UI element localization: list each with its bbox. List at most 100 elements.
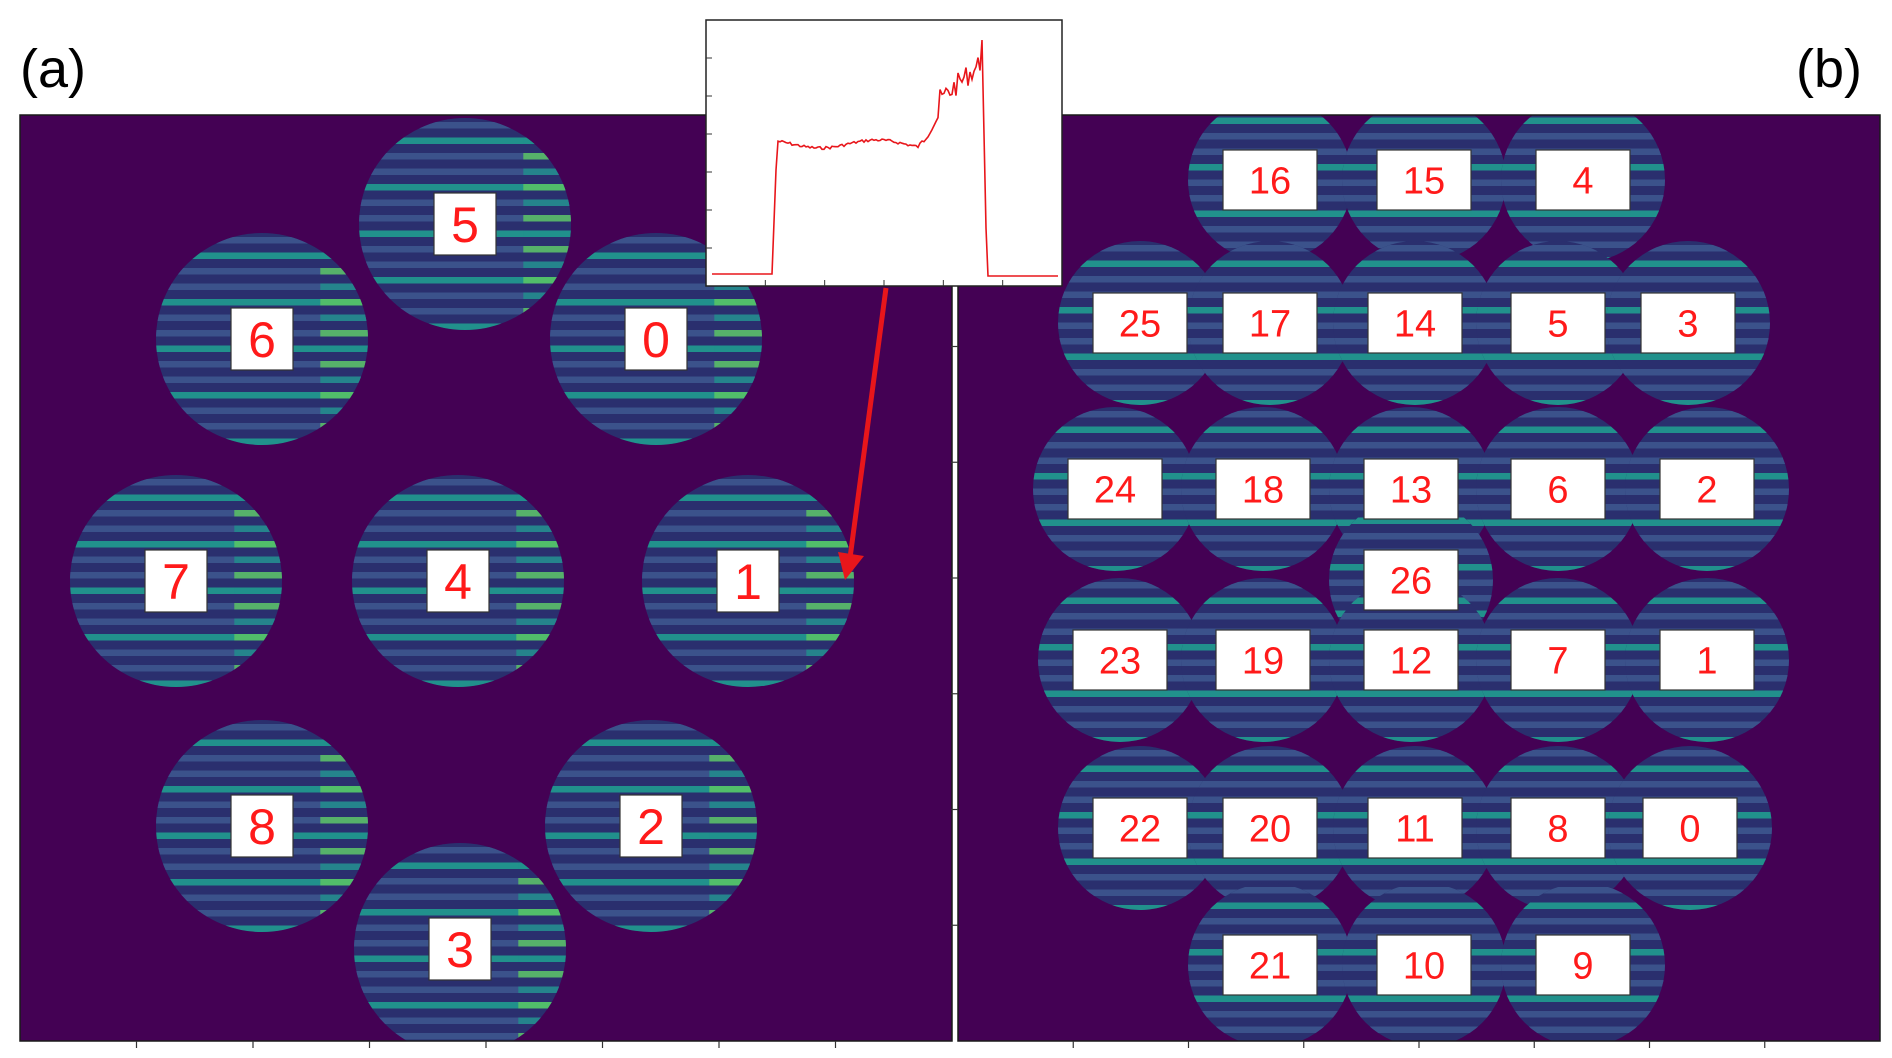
fringe-stripe bbox=[1058, 889, 1222, 896]
fringe-stripe bbox=[1476, 706, 1640, 713]
fringe-stripe bbox=[1058, 245, 1222, 252]
fringe-stripe bbox=[545, 739, 757, 746]
fringe-highlight bbox=[320, 770, 368, 777]
fringe-stripe bbox=[359, 277, 571, 284]
fringe-stripe bbox=[545, 925, 757, 932]
fringe-stripe bbox=[1033, 550, 1197, 557]
fringe-stripe bbox=[156, 770, 368, 777]
fringe-stripe bbox=[1333, 858, 1497, 865]
fringe-highlight bbox=[234, 603, 282, 610]
fringe-stripe bbox=[1476, 260, 1640, 267]
fringe-stripe bbox=[354, 1049, 566, 1056]
fiber-number: 13 bbox=[1390, 470, 1432, 512]
fringe-stripe bbox=[156, 863, 368, 870]
fringe-stripe bbox=[642, 634, 854, 641]
fringe-stripe bbox=[1188, 353, 1352, 360]
fringe-stripe bbox=[1038, 706, 1202, 713]
fringe-highlight bbox=[806, 603, 854, 610]
fringe-stripe bbox=[1606, 369, 1770, 376]
fringe-stripe bbox=[1625, 737, 1789, 742]
fringe-stripe bbox=[1501, 117, 1665, 124]
fringe-stripe bbox=[1188, 117, 1352, 124]
fringe-stripe bbox=[550, 438, 762, 445]
fringe-highlight bbox=[320, 361, 368, 368]
fringe-stripe bbox=[354, 878, 566, 885]
fringe-stripe bbox=[352, 525, 564, 532]
fringe-stripe bbox=[1625, 535, 1789, 542]
fringe-stripe bbox=[1058, 750, 1222, 757]
fiber-number-label: 25 bbox=[1092, 292, 1188, 354]
fringe-stripe bbox=[1342, 133, 1506, 140]
fringe-stripe bbox=[642, 680, 854, 687]
fiber-number-label: 7 bbox=[144, 549, 208, 613]
fringe-stripe bbox=[1329, 411, 1493, 418]
fringe-stripe bbox=[1476, 582, 1640, 589]
fringe-highlight bbox=[518, 1002, 566, 1009]
fringe-stripe bbox=[642, 665, 854, 672]
fringe-stripe bbox=[1033, 426, 1197, 433]
fringe-stripe bbox=[1033, 519, 1197, 526]
fringe-stripe bbox=[1058, 260, 1222, 267]
fringe-highlight bbox=[516, 525, 564, 532]
fringe-highlight bbox=[320, 817, 368, 824]
fringe-stripe bbox=[1476, 690, 1640, 697]
fiber-number: 22 bbox=[1119, 809, 1161, 851]
fringe-stripe bbox=[1606, 260, 1770, 267]
fringe-stripe bbox=[70, 680, 282, 687]
fringe-stripe bbox=[642, 479, 854, 486]
fringe-stripe bbox=[359, 323, 571, 330]
fringe-highlight bbox=[320, 879, 368, 886]
panel-frames bbox=[19, 114, 1881, 1048]
fringe-highlight bbox=[516, 556, 564, 563]
fiber-number: 0 bbox=[1679, 809, 1700, 851]
fringe-stripe bbox=[1188, 887, 1352, 894]
fringe-stripe bbox=[1501, 995, 1665, 1002]
fiber-number: 1 bbox=[1696, 641, 1717, 683]
fringe-stripe bbox=[1333, 276, 1497, 283]
fringe-stripe bbox=[1181, 690, 1345, 697]
fringe-highlight bbox=[523, 246, 571, 253]
fringe-stripe bbox=[359, 261, 571, 268]
fringe-stripe bbox=[1608, 874, 1772, 881]
fringe-highlight bbox=[234, 541, 282, 548]
fringe-stripe bbox=[1476, 245, 1640, 252]
fringe-stripe bbox=[156, 894, 368, 901]
fringe-highlight bbox=[709, 832, 757, 839]
fringe-stripe bbox=[1608, 765, 1772, 772]
fringe-highlight bbox=[806, 556, 854, 563]
fringe-highlight bbox=[234, 572, 282, 579]
fiber-number-label: 22 bbox=[1092, 797, 1188, 859]
fringe-highlight bbox=[709, 801, 757, 808]
fringe-highlight bbox=[320, 848, 368, 855]
fringe-highlight bbox=[714, 314, 762, 321]
fiber-number: 18 bbox=[1242, 470, 1284, 512]
fringe-stripe bbox=[1181, 411, 1345, 418]
fringe-stripe bbox=[1329, 442, 1493, 449]
fringe-stripe bbox=[1038, 721, 1202, 728]
fringe-stripe bbox=[359, 292, 571, 299]
fringe-highlight bbox=[523, 215, 571, 222]
fiber-number: 23 bbox=[1099, 641, 1141, 683]
fringe-stripe bbox=[1181, 737, 1345, 742]
fiber-number: 15 bbox=[1403, 161, 1445, 203]
fringe-stripe bbox=[550, 407, 762, 414]
fringe-stripe bbox=[1342, 995, 1506, 1002]
fringe-stripe bbox=[1476, 276, 1640, 283]
fringe-stripe bbox=[550, 237, 762, 244]
fiber-number-label: 4 bbox=[426, 549, 490, 613]
fringe-stripe bbox=[156, 438, 368, 445]
fiber-number-label: 14 bbox=[1367, 292, 1463, 354]
fringe-stripe bbox=[550, 299, 762, 306]
fiber-number: 20 bbox=[1249, 809, 1291, 851]
fiber-number: 16 bbox=[1249, 161, 1291, 203]
fringe-highlight bbox=[516, 572, 564, 579]
fringe-stripe bbox=[1188, 226, 1352, 233]
fringe-stripe bbox=[1501, 210, 1665, 217]
fringe-stripe bbox=[1058, 781, 1222, 788]
fringe-stripe bbox=[1181, 535, 1345, 542]
fringe-stripe bbox=[1181, 721, 1345, 728]
fringe-stripe bbox=[1181, 566, 1345, 571]
fiber-number: 17 bbox=[1249, 304, 1291, 346]
fringe-highlight bbox=[516, 587, 564, 594]
fringe-stripe bbox=[1476, 781, 1640, 788]
